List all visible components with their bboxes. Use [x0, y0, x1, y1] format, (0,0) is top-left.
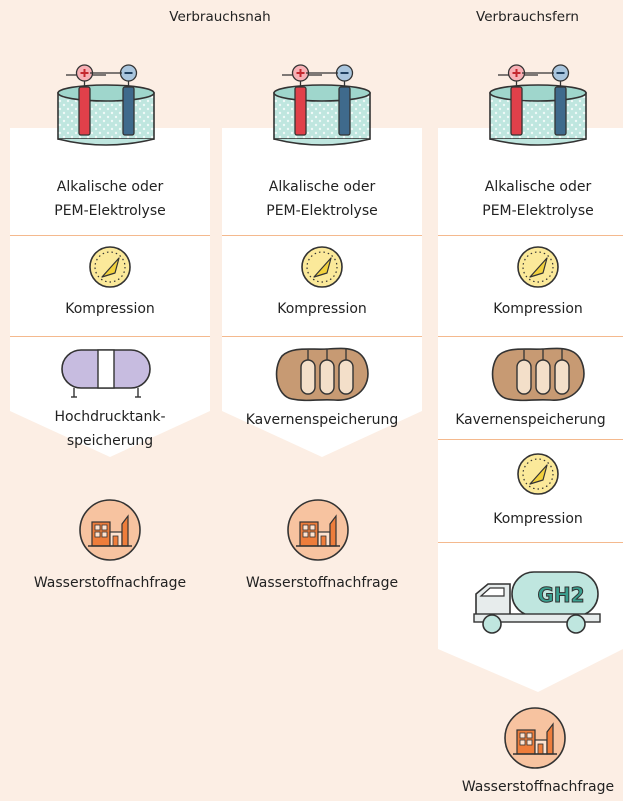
gauge-icon: [516, 245, 560, 289]
demand-label: Wasserstoffnachfrage: [33, 575, 187, 591]
step-label-electrolysis: Alkalische oder PEM-Elektrolyse: [54, 179, 166, 219]
step-label-storage: Kavernenspeicherung: [245, 412, 399, 428]
electrolysis-icon: [270, 62, 374, 146]
demand-label: Wasserstoffnachfrage: [461, 779, 615, 795]
separator: [438, 235, 623, 236]
step-label-electrolysis: Alkalische oder PEM-Elektrolyse: [266, 179, 378, 219]
separator: [10, 336, 210, 337]
pressure-tank-icon: [56, 345, 156, 401]
separator: [438, 439, 623, 440]
truck-label: GH2: [537, 583, 584, 607]
gauge-icon: [516, 452, 560, 496]
header-far: Verbrauchsfern: [476, 9, 579, 25]
step-label-electrolysis: Alkalische oder PEM-Elektrolyse: [482, 179, 594, 219]
step-label-compression: Kompression: [493, 301, 583, 317]
separator: [222, 235, 422, 236]
separator: [10, 235, 210, 236]
electrolysis-icon: [54, 62, 158, 146]
column-2-chevron: [222, 389, 422, 457]
step-label-compression: Kompression: [65, 301, 155, 317]
separator: [438, 336, 623, 337]
factory-icon: [503, 706, 567, 770]
step-label-compression: Kompression: [277, 301, 367, 317]
separator: [438, 542, 623, 543]
step-label-storage: Hochdrucktank- speicherung: [54, 409, 166, 449]
truck-icon: GH2: [473, 571, 601, 634]
demand-label: Wasserstoffnachfrage: [245, 575, 399, 591]
gauge-icon: [300, 245, 344, 289]
separator: [222, 336, 422, 337]
factory-icon: [78, 498, 142, 562]
step-label-storage: Kavernenspeicherung: [455, 412, 606, 428]
column-3-chevron: [438, 647, 623, 692]
cavern-icon: [488, 344, 588, 404]
gauge-icon: [88, 245, 132, 289]
column-1-chevron: [10, 389, 210, 457]
step-label-compression: Kompression: [493, 511, 583, 527]
cavern-icon: [272, 344, 372, 404]
electrolysis-icon: [486, 62, 590, 146]
header-near: Verbrauchsnah: [169, 9, 271, 25]
factory-icon: [286, 498, 350, 562]
